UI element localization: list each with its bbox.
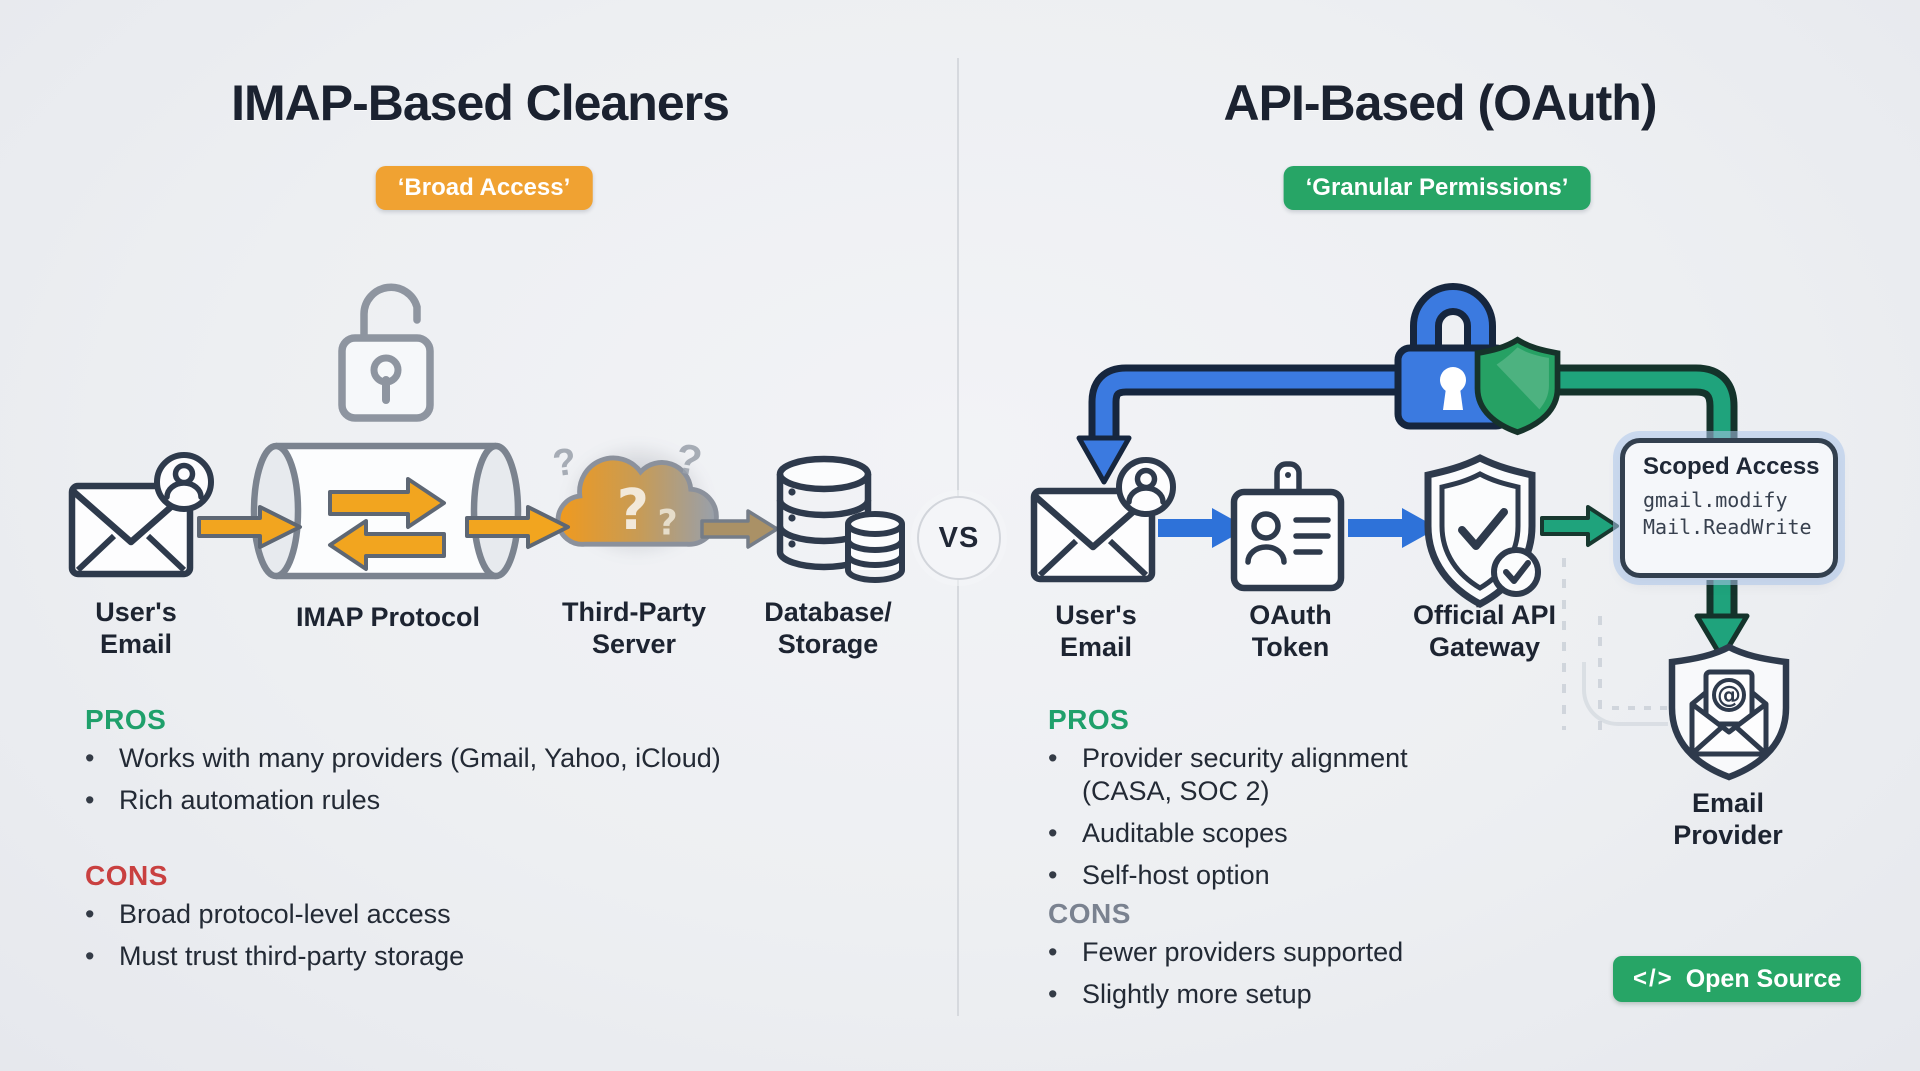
bullet-text: Auditable scopes — [1082, 817, 1288, 848]
label-users-email-left: User's Email — [95, 597, 177, 659]
list-item: • Rich automation rules — [85, 784, 785, 817]
list-item: • Self-host option — [1048, 859, 1440, 892]
open-source-badge: </> Open Source — [1613, 956, 1862, 1002]
bullet-text: Works with many providers (Gmail, Yahoo,… — [119, 743, 721, 773]
bullet-text: Slightly more setup — [1082, 978, 1312, 1009]
scoped-access-box: Scoped Access gmail.modify Mail.ReadWrit… — [1620, 438, 1838, 578]
label-users-email-right: User's Email — [1055, 600, 1137, 662]
right-title: API-Based (OAuth) — [1223, 75, 1658, 131]
arrow-token-to-gateway — [1348, 508, 1438, 548]
imap-arrow-left — [328, 519, 446, 571]
list-item: • Slightly more setup — [1048, 978, 1508, 1011]
list-item: • Works with many providers (Gmail, Yahoo… — [85, 742, 785, 775]
right-badge: ‘Granular Permissions’ — [1283, 166, 1591, 210]
arrow-server-to-storage — [700, 509, 779, 549]
at-glyph: @ — [1717, 681, 1741, 709]
left-badge: ‘Broad Access’ — [375, 166, 593, 210]
bullet-text: Self-host option — [1082, 859, 1270, 890]
bullet-dot: • — [85, 743, 95, 773]
list-item: • Auditable scopes — [1048, 817, 1440, 850]
bullet-dot: • — [1048, 978, 1058, 1009]
left-title: IMAP-Based Cleaners — [231, 75, 730, 131]
arrow-email-to-token — [1158, 508, 1248, 548]
list-item: • Provider security alignment (CASA, SOC … — [1048, 742, 1440, 808]
scope-mail-readwrite: Mail.ReadWrite — [1643, 515, 1812, 539]
bullet-text: Fewer providers supported — [1082, 937, 1404, 967]
label-api-gateway: Official API Gateway — [1412, 600, 1557, 662]
right-cons-list: • Fewer providers supported • Slightly more… — [1048, 936, 1508, 1020]
left-pros-list: • Works with many providers (Gmail, Yahoo… — [85, 742, 785, 826]
email-provider-icon: @ — [1668, 643, 1790, 781]
left-cons-heading: CONS — [85, 860, 168, 891]
bullet-dot: • — [85, 899, 95, 929]
list-item: • Broad protocol-level access — [85, 898, 785, 931]
list-item: • Fewer providers supported — [1048, 936, 1508, 969]
bullet-dot: • — [1048, 817, 1058, 848]
unlocked-padlock-icon — [338, 283, 434, 422]
ruler-decoration — [1562, 558, 1566, 730]
ruler-decoration — [1612, 706, 1678, 710]
imap-tube-icon — [250, 442, 522, 580]
label-third-party-server: Third-Party Server — [561, 597, 707, 659]
list-item: • Must trust third-party storage — [85, 940, 785, 973]
users-email-icon — [68, 452, 214, 578]
bullet-text: Broad protocol-level access — [119, 899, 451, 929]
bullet-dot: • — [1048, 859, 1058, 890]
right-pros-heading: PROS — [1048, 704, 1130, 735]
label-imap-protocol: IMAP Protocol — [295, 602, 481, 632]
api-gateway-shield-icon — [1424, 454, 1541, 608]
database-icon — [776, 455, 905, 583]
third-party-cloud-icon: ? ? — [555, 455, 719, 547]
code-icon: </> — [1633, 965, 1674, 992]
right-cons-heading: CONS — [1048, 898, 1131, 929]
vs-badge: VS — [917, 496, 1001, 580]
bullet-text: Must trust third-party storage — [119, 940, 465, 971]
scoped-access-title: Scoped Access — [1643, 453, 1820, 480]
right-pros-list: • Provider security alignment (CASA, SOC … — [1048, 742, 1440, 901]
oauth-token-icon — [1230, 461, 1345, 592]
cloud-question-small: ? — [658, 504, 678, 544]
corner-arc-decoration — [1582, 662, 1668, 726]
label-oauth-token: OAuth Token — [1249, 600, 1332, 662]
vs-label: VS — [938, 521, 980, 554]
green-shield-icon — [1474, 336, 1561, 436]
open-source-label: Open Source — [1685, 964, 1842, 993]
bullet-text: Rich automation rules — [119, 784, 381, 815]
bullet-dot: • — [1048, 743, 1058, 773]
left-pros-heading: PROS — [85, 704, 167, 735]
label-email-provider: Email Provider — [1673, 788, 1783, 850]
arrow-gateway-to-scoped — [1540, 505, 1619, 547]
label-database-storage: Database/ Storage — [764, 597, 892, 659]
bullet-dot: • — [1048, 937, 1058, 967]
left-cons-list: • Broad protocol-level access • Must trust … — [85, 898, 785, 982]
cloud-question-big: ? — [617, 478, 649, 543]
bullet-text: Provider security alignment (CASA, SOC 2… — [1082, 743, 1408, 806]
imap-arrow-right — [328, 477, 446, 529]
arrow-imap-to-server — [465, 505, 570, 549]
users-email-icon-right — [1030, 457, 1176, 583]
scope-gmail-modify: gmail.modify — [1643, 488, 1788, 512]
bullet-dot: • — [85, 784, 95, 815]
bullet-dot: • — [85, 940, 95, 971]
arrow-email-to-imap — [197, 505, 302, 549]
